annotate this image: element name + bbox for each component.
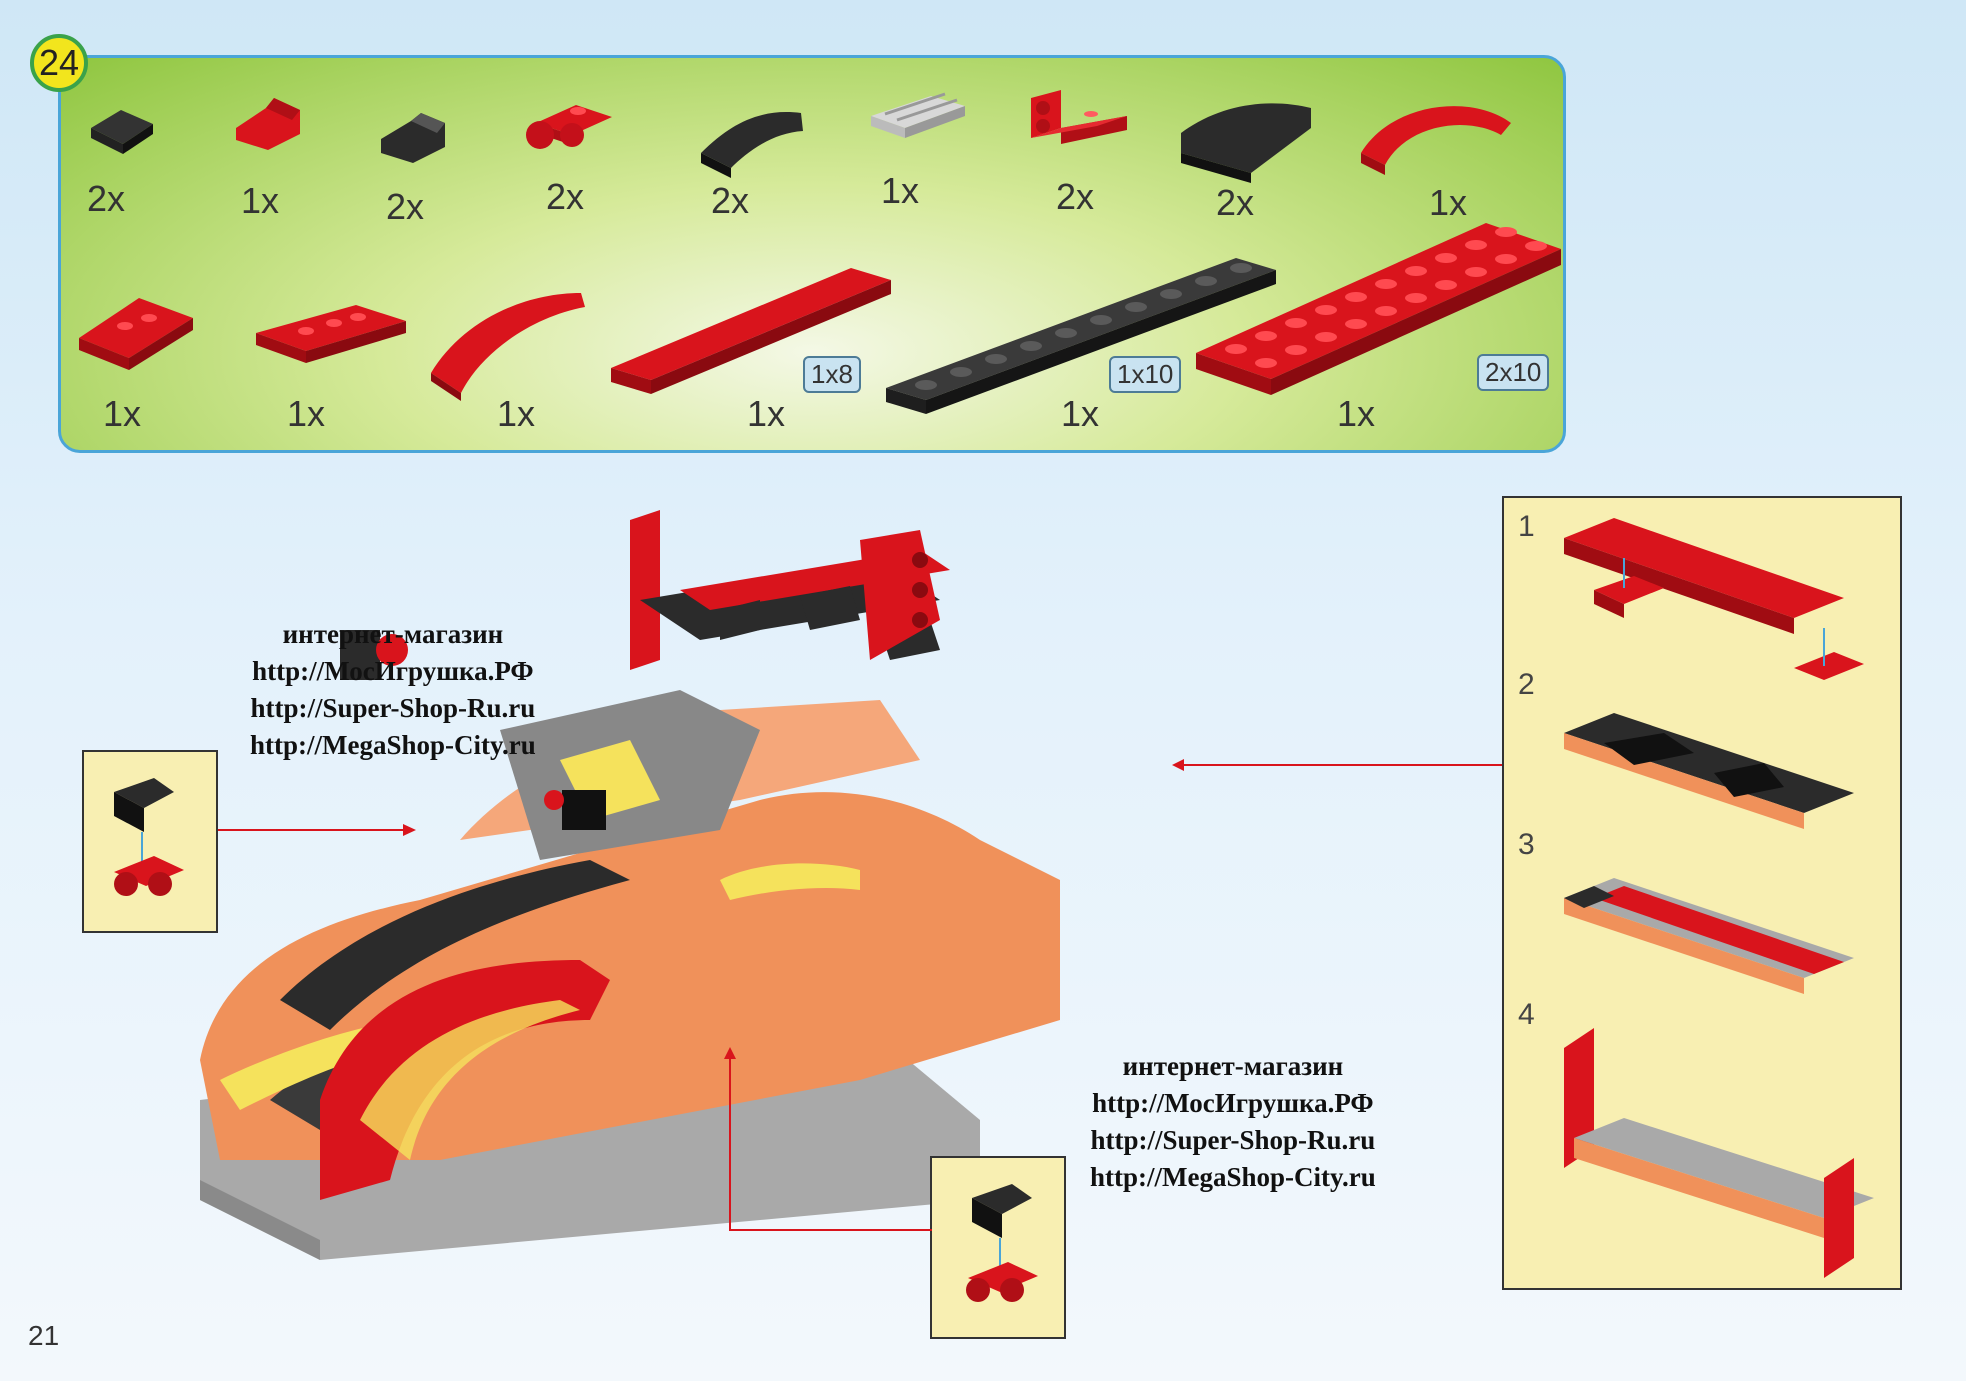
part-qty: 1x (287, 393, 326, 434)
substep-number: 4 (1518, 998, 1535, 1031)
substep-number: 1 (1518, 510, 1535, 543)
dark-gray-plate-1x1-icon (91, 110, 153, 154)
watermark-line: http://Super-Shop-Ru.ru (1090, 1125, 1376, 1155)
part-qty: 2x (386, 186, 425, 227)
dark-gray-curved-slope-2x2-icon (1181, 103, 1311, 183)
red-plate-2x10-icon (1196, 223, 1561, 395)
red-curved-arch-icon (1361, 106, 1511, 175)
callout-arrow-right (1172, 759, 1502, 771)
watermark-line: http://Super-Shop-Ru.ru (250, 693, 536, 723)
light-gray-grille-tile-icon (871, 92, 965, 138)
watermark-line: http://MegaShop-City.ru (1090, 1162, 1376, 1192)
part-qty: 2x (546, 176, 585, 217)
part-qty: 1x (747, 393, 786, 434)
red-curved-slope-long-icon (431, 293, 585, 401)
race-car-model-illustration (200, 510, 1060, 1260)
part-qty: 1x (881, 170, 920, 211)
callout-box-bottom (930, 1156, 1066, 1339)
watermark-text-bottom: интернет-магазин http://МосИгрушка.РФ ht… (1090, 1048, 1376, 1196)
red-wedge-plate-right-icon (256, 305, 406, 363)
watermark-line: http://MegaShop-City.ru (250, 730, 536, 760)
red-tile-1x8-icon (611, 268, 891, 394)
dark-gray-curved-slope-icon (701, 112, 803, 178)
red-wedge-plate-left-icon (79, 298, 193, 370)
callout-box-left (82, 750, 218, 933)
size-label: 2x10 (1477, 354, 1550, 391)
part-qty: 2x (87, 178, 126, 219)
part-qty: 2x (1056, 176, 1095, 217)
part-qty: 1x (1061, 393, 1100, 434)
part-qty: 1x (1337, 393, 1376, 434)
part-qty: 2x (1216, 182, 1255, 223)
callout-arrow-left (218, 824, 416, 836)
sub-assembly-clip-slope-icon (114, 778, 184, 896)
substep-number: 2 (1518, 668, 1535, 701)
part-qty: 1x (103, 393, 142, 434)
callout-arrow-bottom (724, 1047, 932, 1231)
dark-gray-plate-1x10-icon (886, 258, 1276, 414)
watermark-line: интернет-магазин (1122, 1051, 1344, 1081)
substep-1-illustration (1564, 518, 1864, 680)
parts-list-panel: 2x 1x 2x 2x 2x 1x 2x 2x 1x 1x8 1x10 2x10… (58, 55, 1566, 453)
part-qty: 1x (497, 393, 536, 434)
size-label: 1x8 (803, 356, 861, 393)
part-qty: 2x (711, 180, 750, 221)
part-qty: 1x (241, 180, 280, 221)
watermark-line: http://МосИгрушка.РФ (252, 656, 534, 686)
red-plate-clip-icon (526, 105, 612, 149)
size-label: 1x10 (1109, 356, 1182, 393)
red-slope-1x1-icon (236, 98, 300, 150)
page-number: 21 (28, 1320, 60, 1351)
substep-2-illustration (1564, 713, 1854, 829)
substep-3-illustration (1564, 878, 1854, 994)
step-number-badge: 24 (30, 34, 88, 92)
red-bracket-icon (1031, 90, 1127, 144)
watermark-line: http://МосИгрушка.РФ (1092, 1088, 1374, 1118)
sub-assembly-clip-slope-icon (966, 1184, 1038, 1302)
watermark-line: интернет-магазин (282, 619, 504, 649)
watermark-text-top: интернет-магазин http://МосИгрушка.РФ ht… (250, 616, 536, 764)
dark-gray-slope-1x1-icon (381, 113, 445, 163)
substep-4-illustration (1564, 1028, 1874, 1278)
substep-number: 3 (1518, 828, 1535, 861)
part-qty: 1x (1429, 182, 1468, 223)
sub-assembly-steps-panel: 1 2 3 4 (1502, 496, 1902, 1290)
